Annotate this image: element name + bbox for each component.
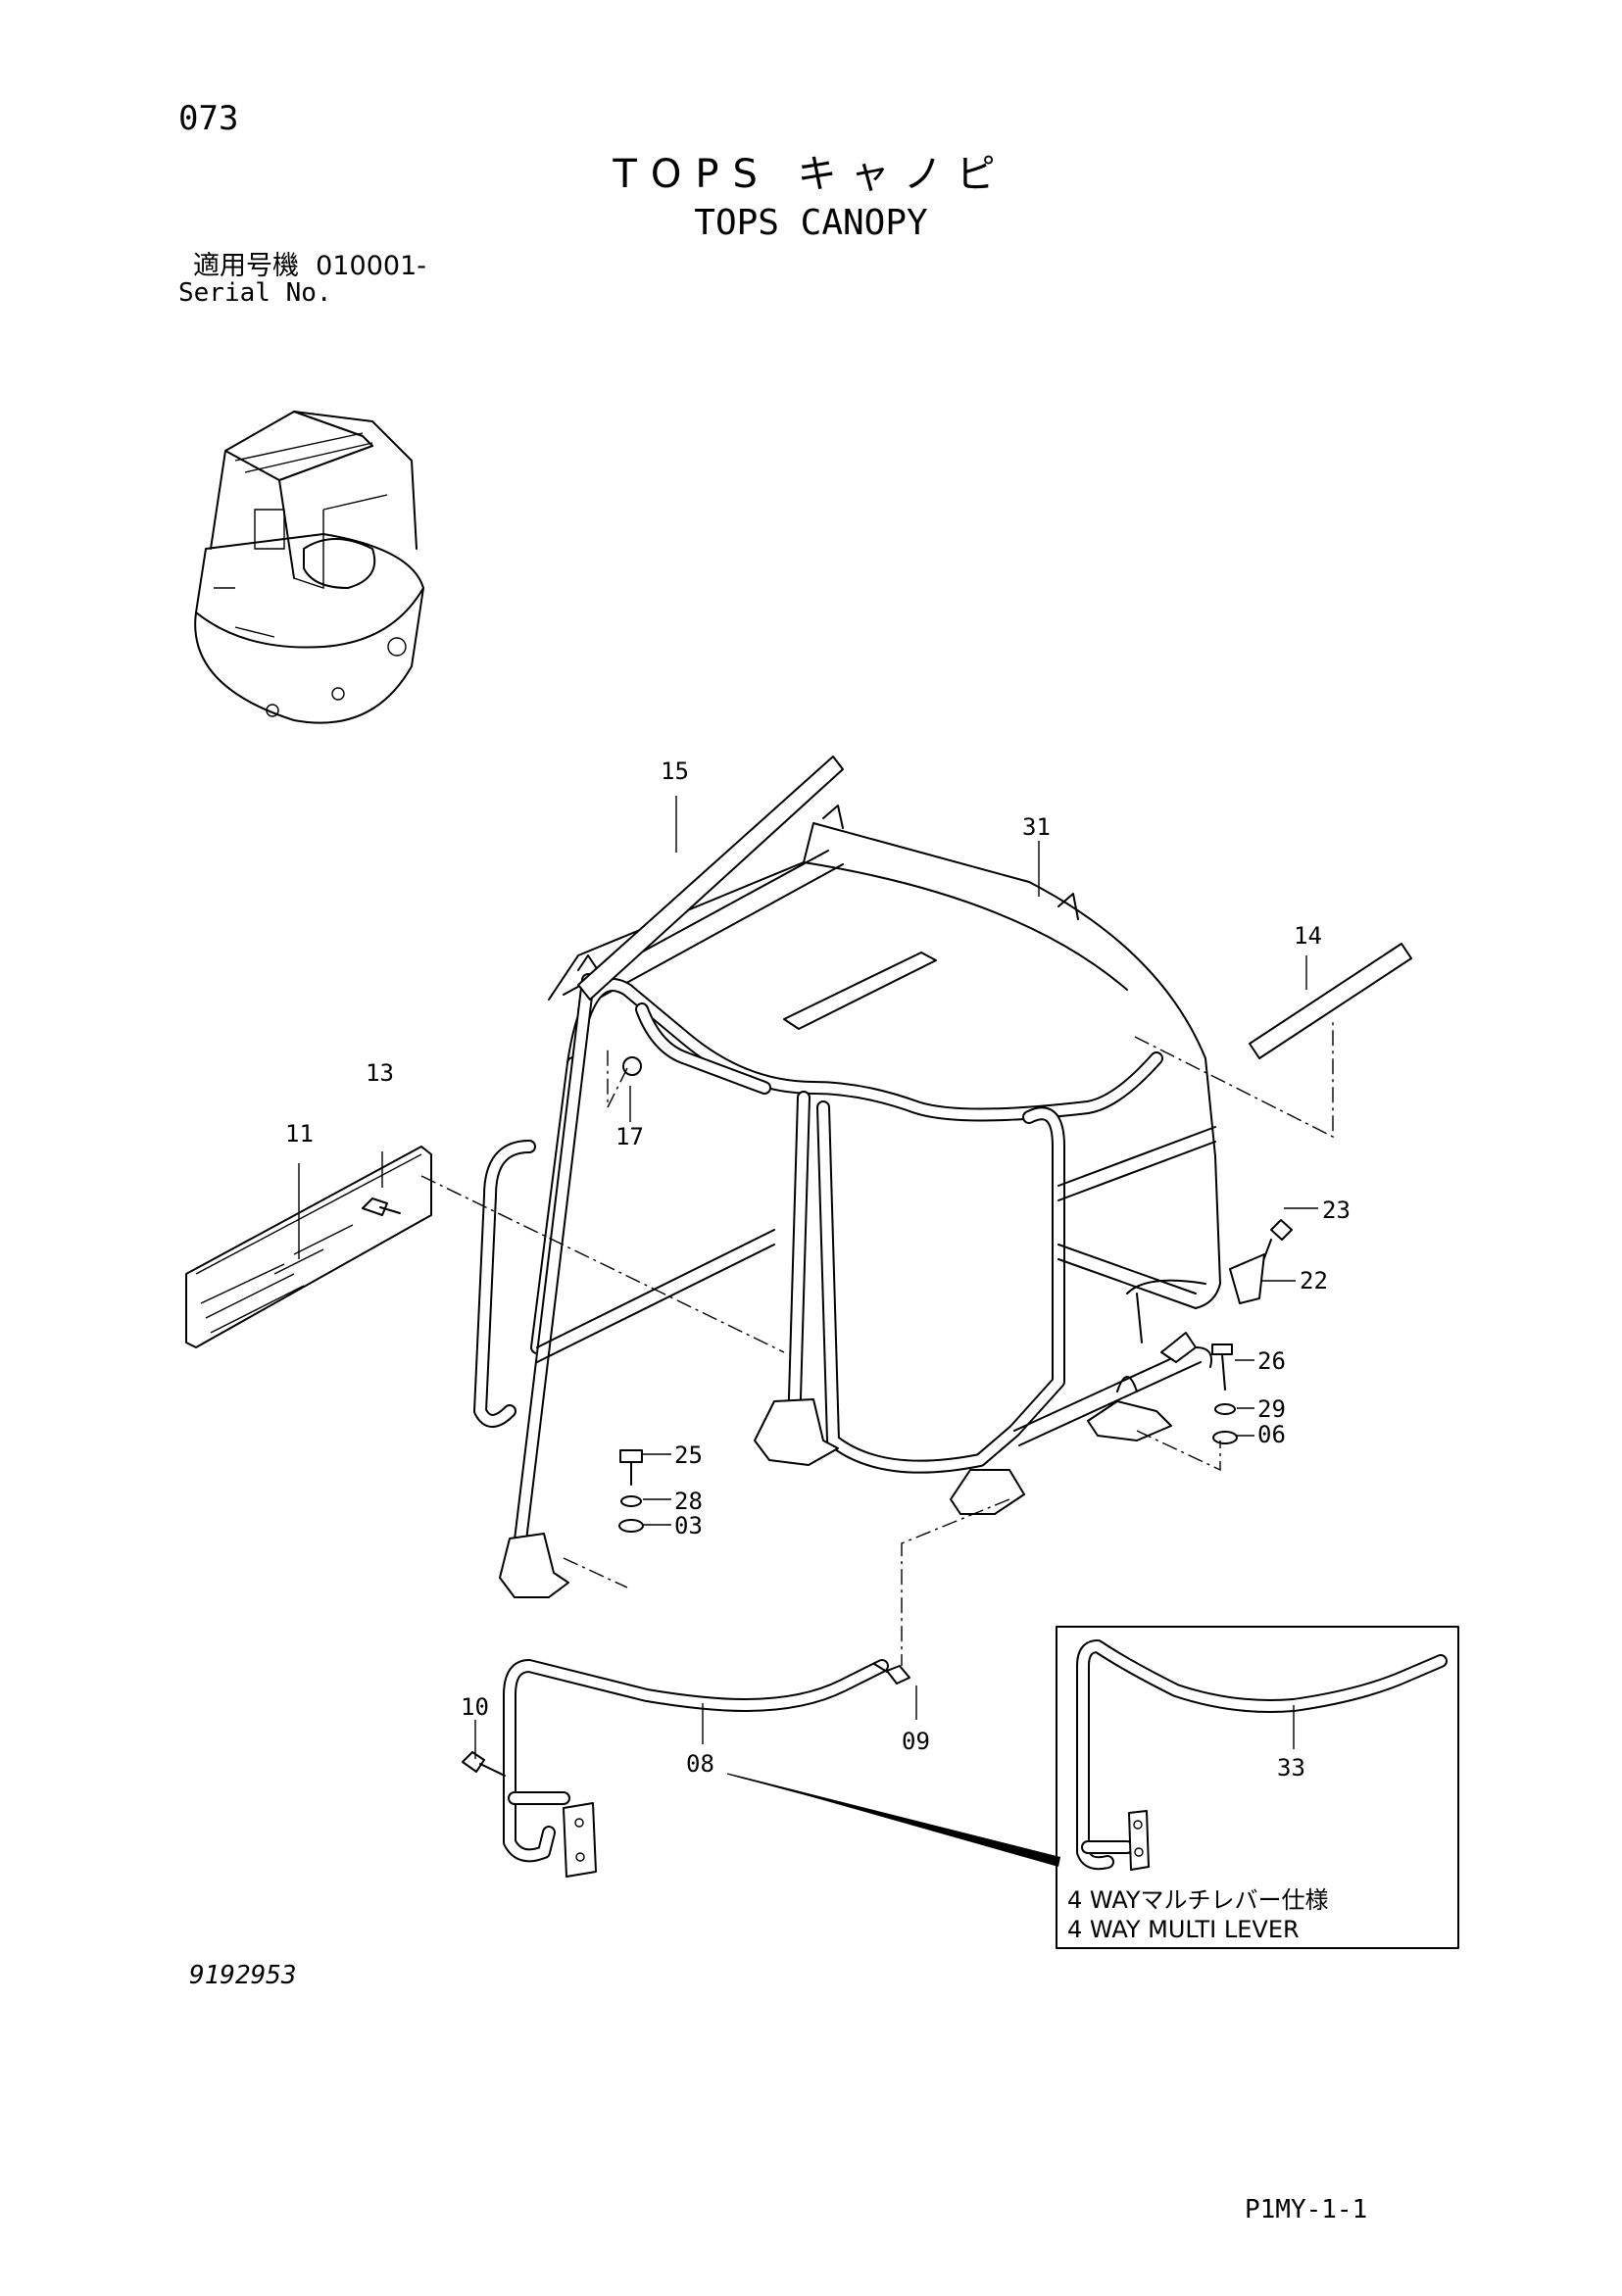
callout-29: 29: [1257, 1395, 1286, 1423]
leader-lines: [298, 796, 1334, 1863]
canopy-frame: [473, 973, 1221, 1555]
callout-13: 13: [366, 1059, 394, 1087]
callout-28: 28: [674, 1488, 703, 1515]
callout-17: 17: [615, 1123, 644, 1150]
inset-label-japanese: 4 WAYマルチレバー仕様: [1067, 1886, 1329, 1914]
title-english: TOPS CANOPY: [694, 203, 928, 243]
callout-09: 09: [902, 1728, 930, 1755]
machine-overview-illustration: [194, 411, 424, 724]
canopy-mounts: [499, 1332, 1197, 1598]
callout-06: 06: [1257, 1421, 1286, 1448]
serial-label-jp-text: 適用号機: [193, 251, 299, 281]
callout-33: 33: [1277, 1754, 1305, 1782]
callout-03: 03: [674, 1512, 703, 1539]
callout-26: 26: [1257, 1347, 1286, 1375]
callout-31: 31: [1022, 813, 1051, 841]
sheet-code: P1MY-1-1: [1245, 2195, 1368, 2224]
pads: [577, 756, 1412, 1059]
callout-14: 14: [1294, 922, 1322, 950]
inset-labels: 4 WAYマルチレバー仕様 4 WAY MULTI LEVER: [1067, 1886, 1329, 1943]
callout-25: 25: [674, 1441, 703, 1469]
inset-label-english: 4 WAY MULTI LEVER: [1067, 1916, 1300, 1943]
callout-10: 10: [461, 1693, 489, 1721]
handrail-08: [503, 1659, 889, 1878]
serial-label-english: Serial No.: [178, 278, 332, 308]
fasteners: [362, 1056, 1293, 1777]
drawing-code: 9192953: [189, 1961, 297, 1990]
callout-11: 11: [285, 1120, 314, 1148]
title-japanese: TOPS キャノピ: [613, 152, 1009, 197]
serial-label-japanese: 適用号機 010001-: [193, 253, 426, 279]
callout-23: 23: [1322, 1197, 1351, 1224]
plate-11: [185, 1146, 432, 1348]
callout-08: 08: [686, 1750, 714, 1778]
page-number: 073: [178, 99, 239, 138]
callout-labels: 15 31 14 13 11 17 23 22 26 29 06 25 28 0…: [285, 757, 1351, 1782]
callout-22: 22: [1300, 1267, 1328, 1295]
serial-value: 010001-: [316, 251, 426, 281]
callout-15: 15: [661, 757, 689, 785]
